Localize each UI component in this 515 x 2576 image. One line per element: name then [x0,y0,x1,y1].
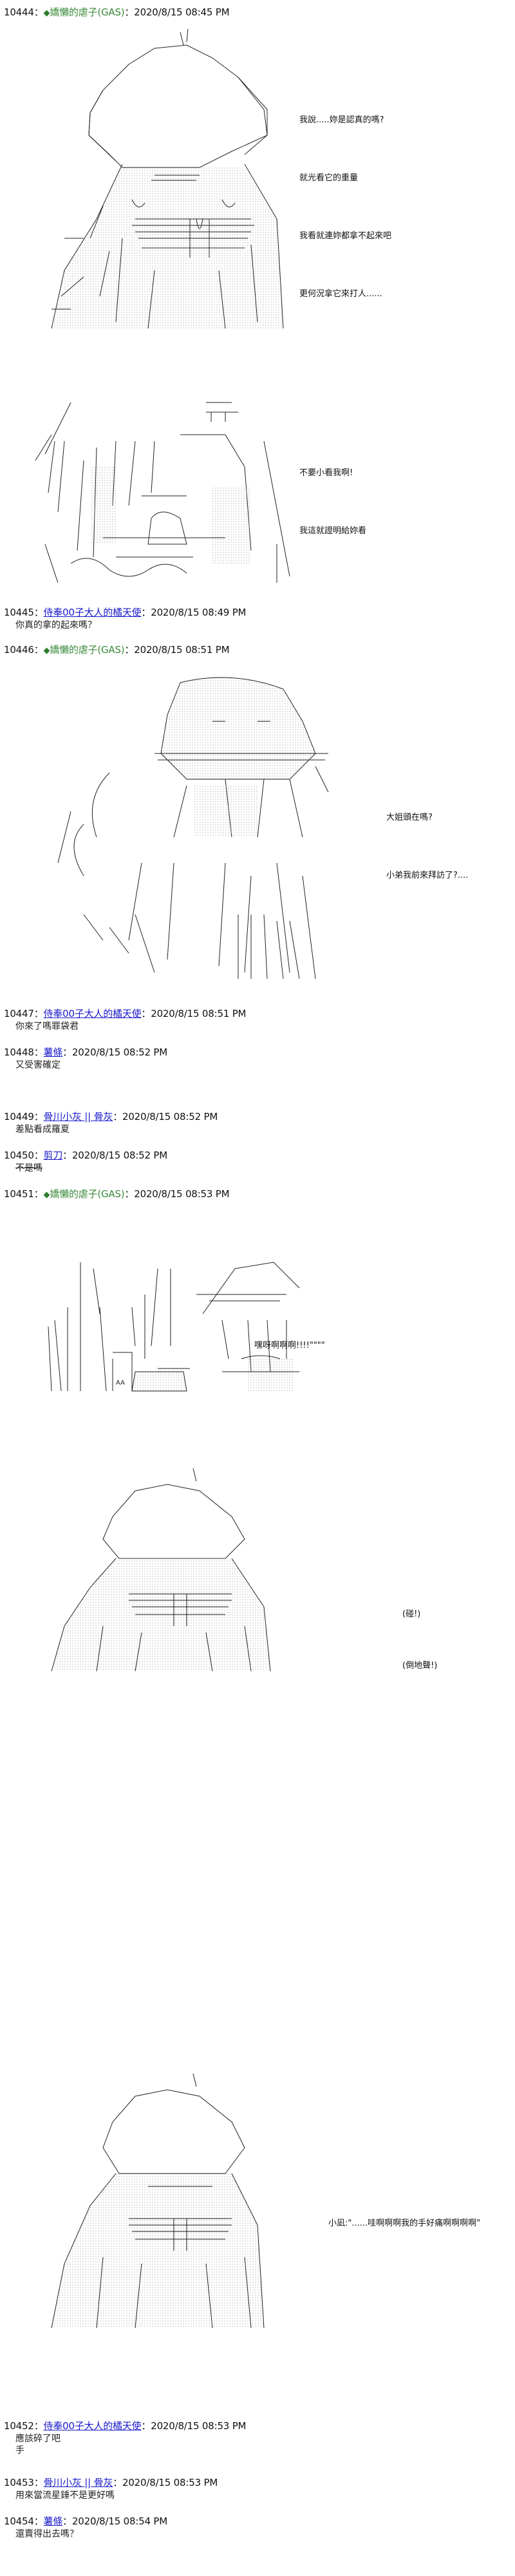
post-body: 差點看成羅夏 [15,1124,70,1135]
ascii-art-figure-lifting [32,390,303,589]
author-link[interactable]: 骨川小灰 || 骨灰 [43,1111,113,1122]
post-header: 10444：◆嬌懶的虐子(GAS)：2020/8/15 08:45 PM [4,6,230,18]
diamond-icon: ◆ [43,8,50,18]
author-link[interactable]: 薯條 [43,2515,63,2527]
dialog-box: 大姐頭在嗎? 小弟我前來拜訪了?.... [386,813,469,880]
post-timestamp: 2020/8/15 08:52 PM [122,1111,218,1122]
post-header: 10451：◆嬌懶的虐子(GAS)：2020/8/15 08:53 PM [4,1188,230,1200]
post-header: 10452：侍奉00子大人的橘天使：2020/8/15 08:53 PM [4,2420,247,2432]
author-link[interactable]: 薯條 [43,1046,63,1058]
post-timestamp: 2020/8/15 08:51 PM [134,644,230,656]
post-number: 10448 [4,1046,34,1058]
dialog-box: 嘿呀啊啊啊!!!!"""" [254,1341,325,1350]
svg-text:AA: AA [116,1379,125,1387]
post-body-strikethrough: 不是嗎 [15,1163,42,1173]
post-timestamp: 2020/8/15 08:53 PM [122,2477,218,2488]
post-body: 應該碎了吧 手 [15,2434,61,2456]
sound-effect: (倒地聲!) [402,1661,438,1671]
author-link[interactable]: 剪刀 [43,1150,63,1161]
post-timestamp: 2020/8/15 08:51 PM [151,1008,247,1019]
post-author: ◆嬌懶的虐子(GAS) [43,644,125,656]
post-body: 還賣得出去嗎？ [15,2529,79,2539]
ascii-art-figure-hooded-impact [39,1465,309,1678]
ascii-art-swing-scene: AA [29,1230,389,1397]
post-number: 10447 [4,1008,34,1019]
diamond-icon: ◆ [43,646,50,656]
post-number: 10449 [4,1111,34,1122]
post-author: ◆嬌懶的虐子(GAS) [43,1188,125,1200]
post-number: 10446 [4,644,34,656]
post-author: ◆嬌懶的虐子(GAS) [43,6,125,18]
post-header: 10447：侍奉00子大人的橘天使：2020/8/15 08:51 PM [4,1008,247,1019]
post-body: 用來當流星錘不是更好嗎 [15,2490,115,2501]
post-number: 10451 [4,1188,34,1200]
post-timestamp: 2020/8/15 08:45 PM [134,6,230,18]
post-number: 10450 [4,1150,34,1161]
post-header: 10450：剪刀：2020/8/15 08:52 PM [4,1150,168,1161]
dialog-box: 小凪:"......哇啊啊啊我的手好痛啊啊啊啊" [328,2219,481,2228]
sound-effect: (碰!) [402,1609,421,1619]
post-number: 10444 [4,6,34,18]
post-header: 10448：薯條：2020/8/15 08:52 PM [4,1046,168,1058]
post-timestamp: 2020/8/15 08:53 PM [151,2420,247,2432]
post-header: 10454：薯條：2020/8/15 08:54 PM [4,2515,168,2527]
post-number: 10453 [4,2477,34,2488]
author-link[interactable]: 侍奉00子大人的橘天使 [43,607,142,618]
post-number: 10454 [4,2515,34,2527]
post-body: 你真的拿的起來嗎？ [15,620,97,630]
ascii-art-figure-hooded [26,26,296,335]
diamond-icon: ◆ [43,1190,50,1200]
post-body: 又受害確定 [15,1060,61,1070]
ascii-art-figure-hooded-collapsed [39,2070,296,2334]
post-timestamp: 2020/8/15 08:49 PM [151,607,247,618]
post-body: 你來了嗎罪袋君 [15,1021,79,1032]
post-header: 10446：◆嬌懶的虐子(GAS)：2020/8/15 08:51 PM [4,644,230,656]
post-timestamp: 2020/8/15 08:54 PM [71,2515,168,2527]
post-header: 10445：侍奉00子大人的橘天使：2020/8/15 08:49 PM [4,607,247,618]
post-number: 10452 [4,2420,34,2432]
ascii-art-figure-bagged-visitor [45,670,367,998]
author-link[interactable]: 侍奉00子大人的橘天使 [43,2420,142,2432]
post-header: 10449：骨川小灰 || 骨灰：2020/8/15 08:52 PM [4,1111,218,1122]
author-link[interactable]: 侍奉00子大人的橘天使 [43,1008,142,1019]
dialog-box: 我說.....妳是認真的嗎? 就光看它的重量 我看就連妳都拿不起來吧 更何況拿它… [299,115,392,299]
post-timestamp: 2020/8/15 08:52 PM [71,1150,168,1161]
dialog-box: 不要小看我啊! 我這就證明給妳看 [299,468,367,536]
author-link[interactable]: 骨川小灰 || 骨灰 [43,2477,113,2488]
post-timestamp: 2020/8/15 08:52 PM [71,1046,168,1058]
post-timestamp: 2020/8/15 08:53 PM [134,1188,230,1200]
post-header: 10453：骨川小灰 || 骨灰：2020/8/15 08:53 PM [4,2477,218,2488]
post-number: 10445 [4,607,34,618]
